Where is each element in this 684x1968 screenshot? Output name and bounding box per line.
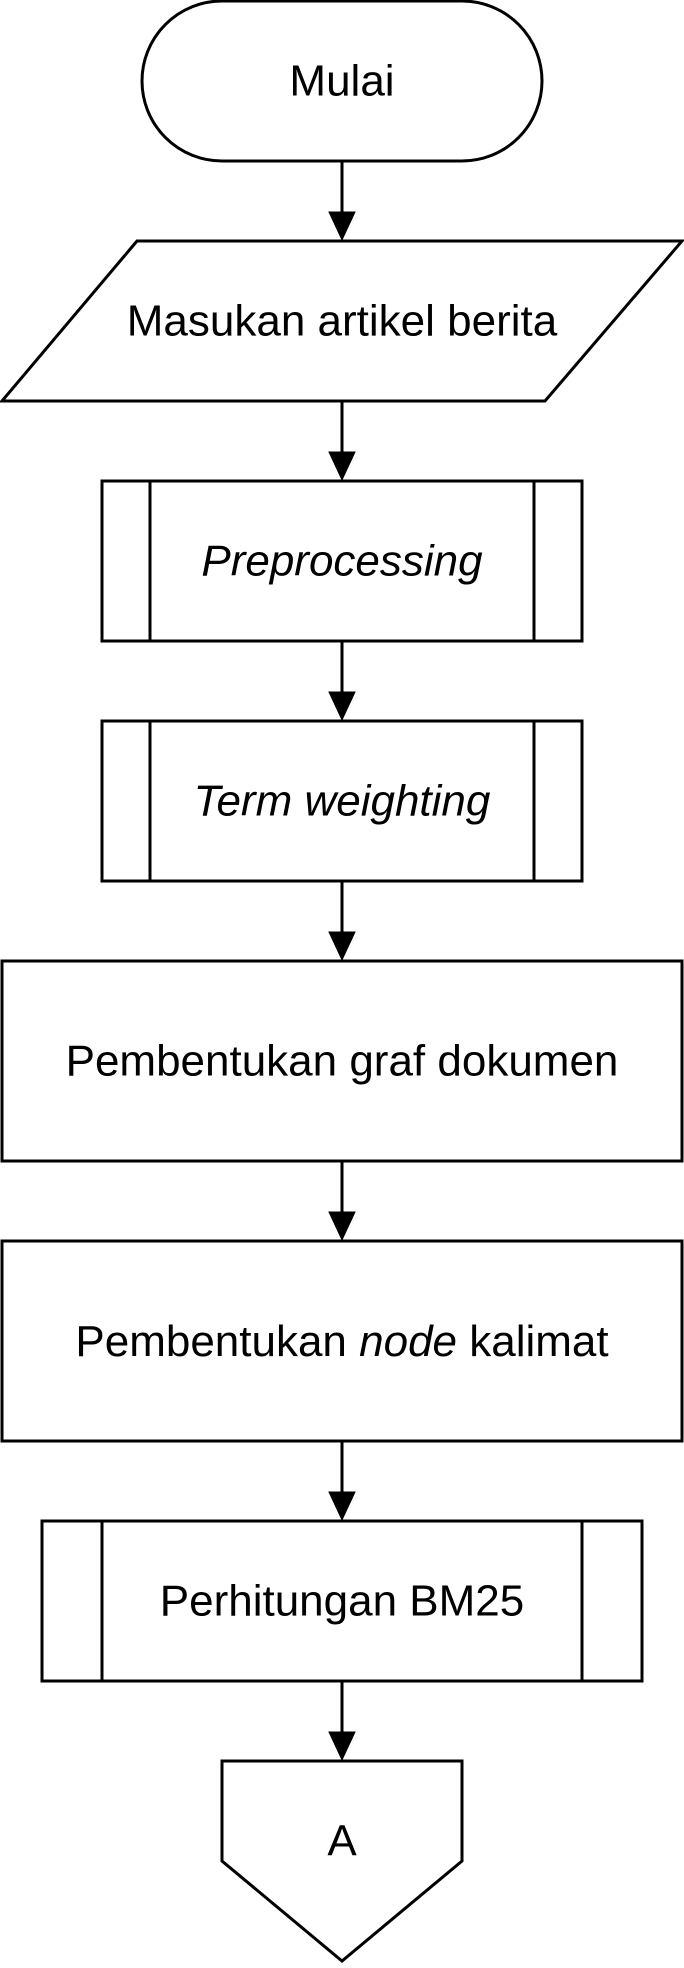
bm25-label: Perhitungan BM25 [160, 1577, 524, 1626]
start-label: Mulai [289, 57, 394, 106]
node-preprocessing: Preprocessing [100, 479, 584, 643]
connector-label: A [327, 1817, 357, 1866]
node-sentence-node: Pembentukan node kalimat [0, 1239, 684, 1443]
terminator-shape [140, 0, 544, 163]
off-page-connector-shape [220, 1759, 464, 1963]
node-graph: Pembentukan graf dokumen [0, 959, 684, 1163]
sentence-node-label-before: Pembentukan [75, 1317, 359, 1366]
parallelogram-shape [0, 239, 684, 403]
term-weighting-label: Term weighting [194, 777, 491, 826]
predefined-process-shape [40, 1519, 644, 1683]
predefined-process-shape [100, 719, 584, 883]
node-term-weighting: Term weighting [100, 719, 584, 883]
process-shape [0, 1239, 684, 1443]
input-label: Masukan artikel berita [127, 297, 558, 346]
edge-preprocessing-to-term-weighting [328, 641, 356, 722]
node-start: Mulai [140, 0, 544, 163]
edge-start-to-input [328, 161, 356, 242]
sentence-node-label: Pembentukan node kalimat [75, 1317, 608, 1366]
sentence-node-label-after: kalimat [457, 1317, 609, 1366]
edge-term-weighting-to-graph [328, 881, 356, 962]
node-bm25: Perhitungan BM25 [40, 1519, 644, 1683]
node-input: Masukan artikel berita [0, 239, 684, 403]
edge-sentence-node-to-bm25 [328, 1441, 356, 1522]
graph-label: Pembentukan graf dokumen [66, 1037, 619, 1086]
node-connector: A [220, 1759, 464, 1963]
sentence-node-label-italic: node [359, 1317, 457, 1366]
edge-bm25-to-connector [328, 1681, 356, 1762]
preprocessing-label: Preprocessing [201, 537, 483, 586]
edge-graph-to-sentence-node [328, 1161, 356, 1242]
predefined-process-shape [100, 479, 584, 643]
edge-input-to-preprocessing [328, 401, 356, 482]
process-shape [0, 959, 684, 1163]
